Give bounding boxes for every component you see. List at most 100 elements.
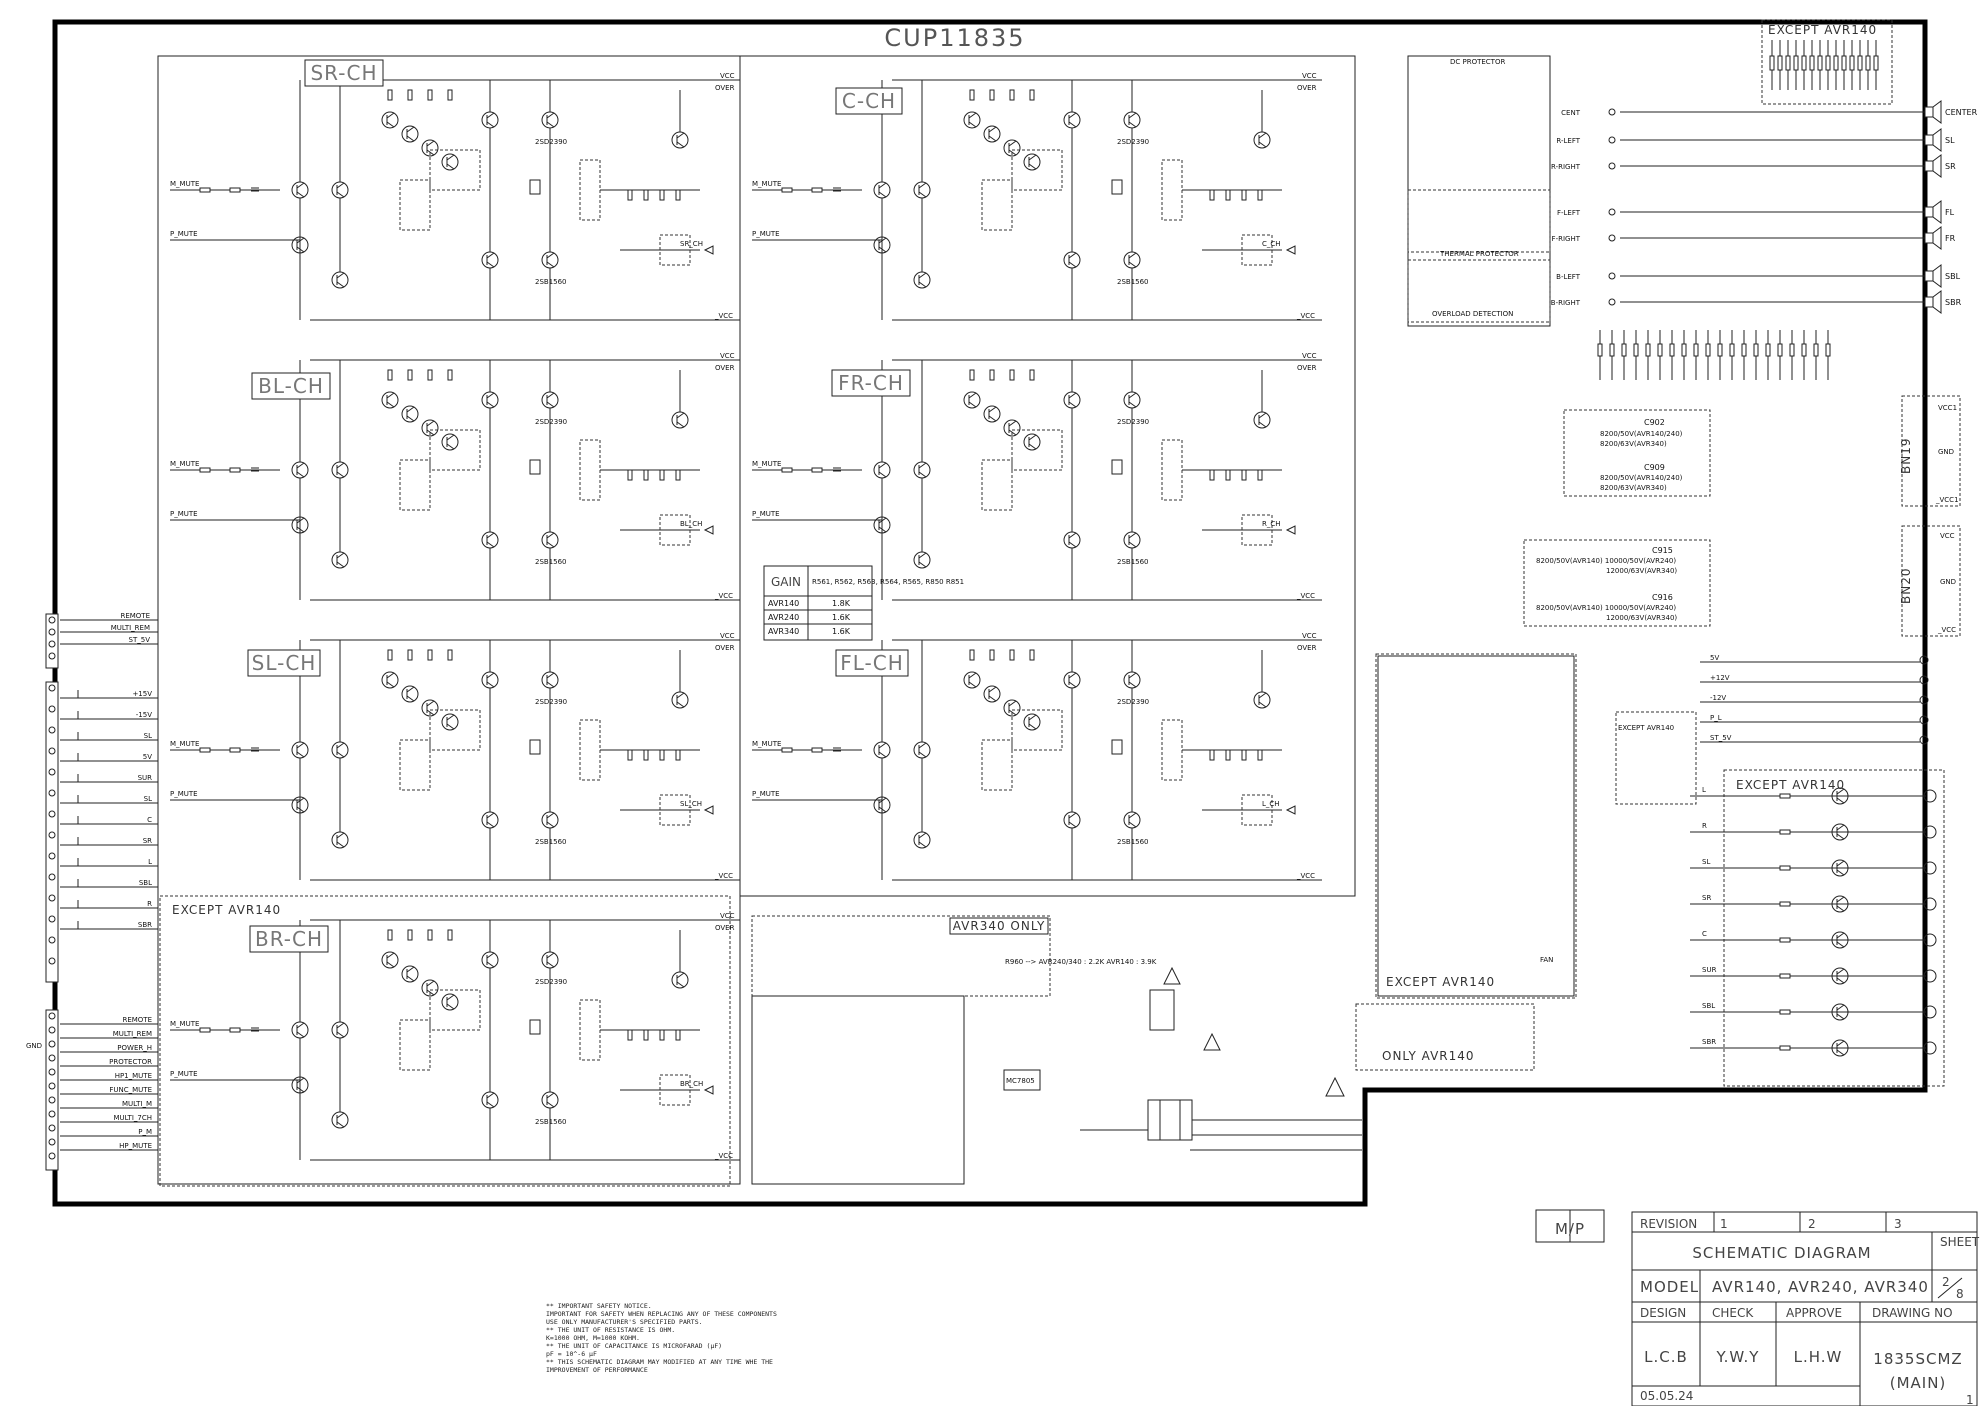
jack-label: SBR [1702,1038,1716,1046]
connector-pin [48,1068,56,1076]
speaker-label: SL [1945,136,1955,145]
mp-box: M/P [1555,1220,1585,1238]
wire [1028,434,1037,441]
transistor-symbol [1253,411,1271,429]
wire [336,281,345,288]
speaker-label: FL [1945,208,1955,217]
wire [1068,812,1077,819]
output-arrow-icon [703,805,714,815]
wire [486,1092,495,1099]
wire [1836,905,1845,912]
power-transformer [1080,989,1362,1151]
mute-label: M_MUTE [170,1020,199,1028]
board-outline [52,19,1928,1207]
wire [878,191,887,198]
resistor-symbol [675,469,681,481]
regulator-label: MC7805 [1006,1077,1035,1085]
wire [988,126,997,133]
transistor-symbol [1003,139,1021,157]
wire [546,401,555,408]
output-network [579,719,601,781]
safety-note-line: IMPORTANT FOR SAFETY WHEN REPLACING ANY … [546,1310,777,1318]
speaker-icon [1932,100,1942,124]
gain-table: GAIN R561, R562, R563, R564, R565, R850 … [763,565,964,641]
transistor-symbol [1063,531,1081,549]
transistor-symbol [913,831,931,849]
relay-coil [1801,55,1807,71]
gnd-label: GND [26,1042,42,1050]
transistor-symbol [1123,391,1141,409]
output-arrow-icon [1285,805,1296,815]
speaker-input-label: F-RIGHT [1552,235,1581,243]
wire [1258,132,1267,139]
connector-3-label: HP1_MUTE [115,1072,152,1080]
cap-c902-label: C902 [1644,418,1665,427]
wire [1128,261,1137,268]
transistor-symbol [541,671,559,689]
connector-2-label: -15V [136,711,152,719]
transistor-symbol [291,181,309,199]
rail-vcc-label: VCC [720,352,735,360]
relay-coil [1769,55,1775,71]
wire [336,1121,345,1128]
rca-jack-icon [1923,969,1937,983]
npn-output-label: 2SD2390 [535,698,567,706]
wire [676,132,685,139]
p-mute-label: P_MUTE [752,790,780,798]
transistor-symbol [291,741,309,759]
resistor-symbol [387,369,393,381]
resistor-symbol [969,649,975,661]
transistor-symbol [421,699,439,717]
relay-coil [1817,55,1823,71]
speaker-icon [1932,290,1942,314]
resistor-symbol [811,467,823,473]
wire [1258,692,1267,699]
wire [1836,932,1845,939]
zobel-network [1241,514,1273,546]
wire [486,541,495,548]
transistor-symbol [983,405,1001,423]
wire [1128,532,1137,539]
wire [968,672,977,679]
except-avr140-relay-label: EXCEPT AVR140 [1768,23,1877,37]
avr340-only-label: AVR340 ONLY [953,919,1046,933]
transistor-symbol [1831,895,1849,913]
resistor-symbol [1669,343,1675,357]
gain-row-model: AVR240 [768,613,799,622]
wire [918,751,927,758]
checker: Y.W.Y [1716,1348,1760,1366]
wire [878,751,887,758]
design-label: DESIGN [1640,1306,1686,1320]
resistor-symbol [199,187,211,193]
safety-note-line: ** THIS SCHEMATIC DIAGRAM MAY MODIFIED A… [546,1358,773,1366]
connector-pin [48,1124,56,1132]
resistor-symbol [447,929,453,941]
resistor-symbol [1621,343,1627,357]
resistor-symbol [811,747,823,753]
transistor-symbol [401,405,419,423]
wire [1258,701,1267,708]
channel-labels: SR-CH C-CH BL-CH FR-CH SL-CH FL-CH BR-CH [247,59,911,953]
wire [386,961,395,968]
output-network [1161,439,1183,501]
channel-block-sl: VCC_VCCOVERM_MUTEP_MUTE2SD23902SB1560SL_… [170,632,740,881]
resistor-symbol [1681,343,1687,357]
resistor-symbol [1241,189,1247,201]
wire [1068,541,1077,548]
bn19-label: BN19 [1899,438,1913,474]
channel-label-br: BR-CH [255,927,323,951]
channel-frame-right [739,55,1356,897]
resistor-symbol [427,929,433,941]
wire [1068,261,1077,268]
transistor-symbol [983,125,1001,143]
thermal-sensor [529,1019,541,1035]
rail-over-label: OVER [715,644,735,652]
transistor-symbol [481,531,499,549]
wire [406,695,415,702]
rail-nvcc-label: _VCC [714,312,733,320]
resistor-symbol [811,187,823,193]
wire [546,952,555,959]
wire [1836,968,1845,975]
wire [1128,821,1137,828]
wire [1068,532,1077,539]
